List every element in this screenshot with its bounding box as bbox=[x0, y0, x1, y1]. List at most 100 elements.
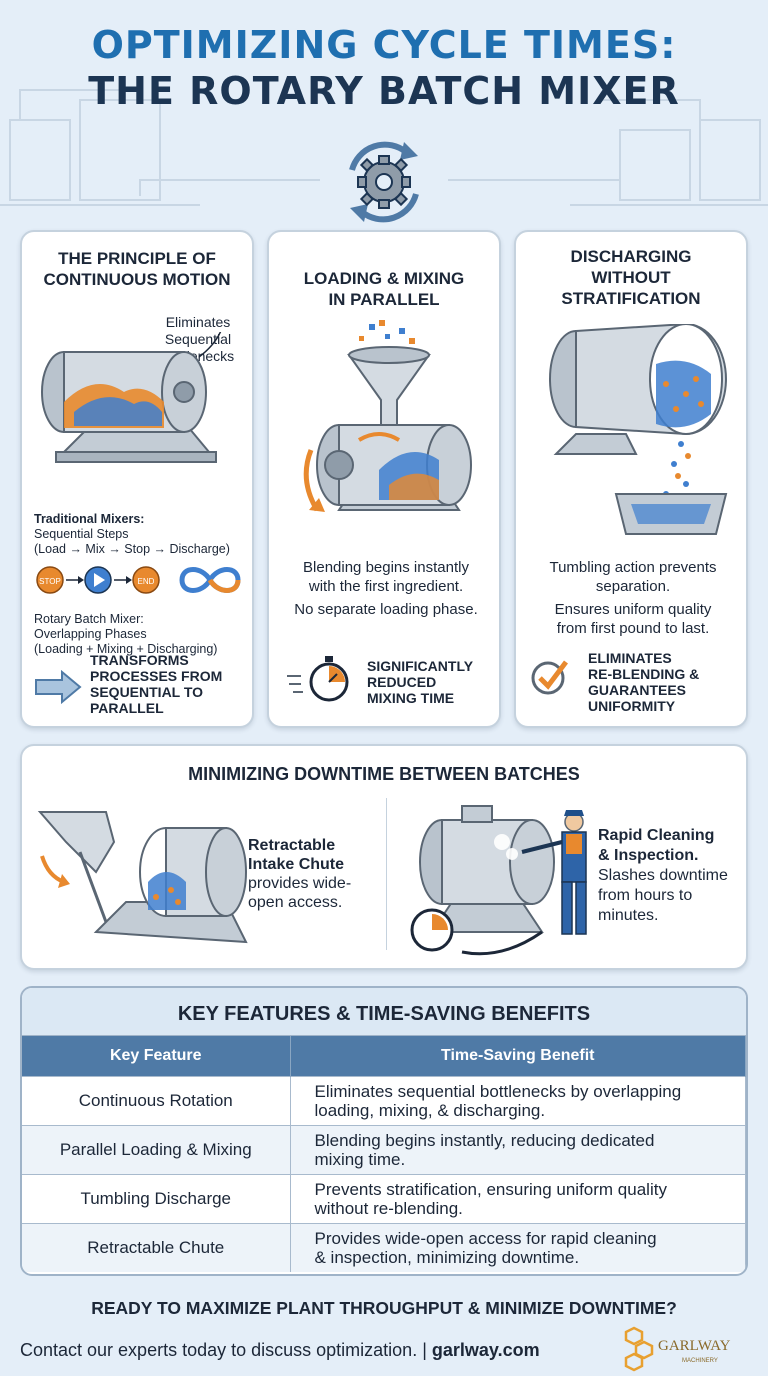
discharge-line: from first pound to last. bbox=[556, 620, 710, 637]
benefit-line: Blending begins instantly, reducing dedi… bbox=[314, 1130, 655, 1150]
loading-line: No separate loading phase. bbox=[294, 601, 478, 618]
chute-text: Retractable Intake Chute provides wide- … bbox=[248, 836, 388, 912]
rotary-line: Rotary Batch Mixer: bbox=[34, 612, 144, 626]
loading-line: Blending begins instantly bbox=[303, 559, 469, 576]
table-header-row: Key Feature Time-Saving Benefit bbox=[22, 1036, 746, 1076]
benefit-line: loading, mixing, & discharging. bbox=[314, 1100, 546, 1120]
heading-line: STRATIFICATION bbox=[561, 289, 701, 308]
header-benefit: Time-Saving Benefit bbox=[290, 1036, 746, 1076]
sequential-steps-icon: STOP END bbox=[36, 566, 241, 594]
heading-line: CONTINUOUS MOTION bbox=[43, 270, 231, 289]
features-table: Key Feature Time-Saving Benefit Continuo… bbox=[22, 1036, 746, 1272]
uniformity-badge: ELIMINATES RE-BLENDING & GUARANTEES UNIF… bbox=[588, 650, 744, 714]
contact-text: Contact our experts today to discuss opt… bbox=[20, 1340, 427, 1360]
cleaning-worker-illustration bbox=[410, 805, 587, 956]
feature-cell: Continuous Rotation bbox=[22, 1075, 291, 1125]
benefit-cell: Prevents stratification, ensuring unifor… bbox=[290, 1173, 746, 1223]
heading-line: LOADING & MIXING bbox=[303, 269, 465, 288]
heading-line: IN PARALLEL bbox=[328, 290, 440, 309]
feature-cell: Retractable Chute bbox=[22, 1222, 291, 1272]
card-continuous-motion: THE PRINCIPLE OF CONTINUOUS MOTION Elimi… bbox=[20, 230, 254, 728]
chute-line: open access. bbox=[248, 894, 343, 911]
badge-line: REDUCED bbox=[367, 674, 437, 690]
chute-mixer-illustration bbox=[37, 811, 248, 944]
cta-heading: READY TO MAXIMIZE PLANT THROUGHPUT & MIN… bbox=[91, 1298, 677, 1318]
badge-line: RE-BLENDING & bbox=[588, 666, 700, 682]
header-key-feature: Key Feature bbox=[22, 1036, 291, 1076]
stop-step-label: STOP bbox=[39, 577, 61, 586]
badge-line: MIXING TIME bbox=[367, 690, 455, 706]
traditional-line: (Load → Mix → Stop → Discharge) bbox=[34, 542, 230, 556]
funnel-mixer-illustration bbox=[303, 320, 472, 512]
table-row: Continuous Rotation Eliminates sequentia… bbox=[22, 1075, 746, 1125]
discharge-line: Tumbling action prevents bbox=[549, 559, 717, 576]
rotary-mixer-text: Rotary Batch Mixer: Overlapping Phases (… bbox=[34, 612, 252, 657]
discharge-line: Ensures uniform quality bbox=[554, 601, 712, 618]
cleaning-text: Rapid Cleaning & Inspection. Slashes dow… bbox=[598, 826, 746, 926]
transform-line: TRANSFORMS bbox=[90, 652, 189, 668]
benefit-line: Prevents stratification, ensuring unifor… bbox=[314, 1179, 667, 1199]
discharge-text: Tumbling action prevents separation. Ens… bbox=[516, 558, 746, 638]
logo-subtext: MACHINERY bbox=[682, 1358, 718, 1364]
feature-cell: Parallel Loading & Mixing bbox=[22, 1124, 291, 1174]
contact-line: Contact our experts today to discuss opt… bbox=[20, 1340, 540, 1361]
table-title: KEY FEATURES & TIME-SAVING BENEFITS bbox=[22, 988, 746, 1036]
badge-line: ELIMINATES bbox=[588, 650, 672, 666]
badge-line: GUARANTEES bbox=[588, 682, 687, 698]
card-heading: LOADING & MIXING IN PARALLEL bbox=[269, 268, 499, 310]
garlway-logo: GARLWAY MACHINERY bbox=[624, 1326, 731, 1372]
callout-line: Eliminates bbox=[165, 314, 231, 330]
chute-line: Retractable bbox=[248, 837, 336, 854]
title-line-1: OPTIMIZING CYCLE TIMES: bbox=[91, 23, 677, 67]
card-heading: DISCHARGING WITHOUT STRATIFICATION bbox=[516, 246, 746, 309]
heading-line: THE PRINCIPLE OF bbox=[58, 249, 216, 268]
feature-cell: Tumbling Discharge bbox=[22, 1173, 291, 1223]
traditional-mixers-text: Traditional Mixers: Sequential Steps (Lo… bbox=[34, 512, 252, 557]
discharge-drum-illustration bbox=[549, 324, 728, 535]
rotary-line: (Loading + Mixing + Discharging) bbox=[34, 642, 218, 656]
benefit-cell: Provides wide-open access for rapid clea… bbox=[290, 1222, 746, 1272]
checkmark-icon bbox=[531, 660, 568, 695]
card-loading-mixing: LOADING & MIXING IN PARALLEL Blending be… bbox=[267, 230, 501, 728]
features-table-card: KEY FEATURES & TIME-SAVING BENEFITS Key … bbox=[20, 986, 748, 1276]
transform-line: SEQUENTIAL TO bbox=[90, 684, 204, 700]
table-row: Tumbling Discharge Prevents stratificati… bbox=[22, 1173, 746, 1223]
table-row: Retractable Chute Provides wide-open acc… bbox=[22, 1222, 746, 1272]
downtime-heading: MINIMIZING DOWNTIME BETWEEN BATCHES bbox=[188, 764, 580, 784]
chute-line: Intake Chute bbox=[248, 856, 345, 873]
card-discharging: DISCHARGING WITHOUT STRATIFICATION Tumbl… bbox=[514, 230, 748, 728]
traditional-line: Traditional Mixers: bbox=[34, 512, 145, 526]
rotary-line: Overlapping Phases bbox=[34, 627, 147, 641]
page-title: OPTIMIZING CYCLE TIMES: THE ROTARY BATCH… bbox=[0, 22, 768, 114]
clean-line: Slashes downtime bbox=[598, 867, 728, 884]
clean-line: from hours to bbox=[598, 887, 693, 904]
transform-text: TRANSFORMS PROCESSES FROM SEQUENTIAL TO … bbox=[90, 652, 250, 716]
loading-text: Blending begins instantly with the first… bbox=[269, 558, 499, 619]
chute-line: provides wide- bbox=[248, 875, 352, 892]
benefit-line: Provides wide-open access for rapid clea… bbox=[314, 1228, 657, 1248]
website-link[interactable]: garlway.com bbox=[431, 1340, 540, 1360]
badge-line: UNIFORMITY bbox=[588, 698, 676, 714]
clean-line: Rapid Cleaning bbox=[598, 827, 715, 844]
benefit-line: & inspection, minimizing downtime. bbox=[314, 1247, 580, 1267]
table-row: Parallel Loading & Mixing Blending begin… bbox=[22, 1124, 746, 1174]
benefit-line: mixing time. bbox=[314, 1149, 406, 1169]
discharge-line: separation. bbox=[595, 578, 671, 595]
benefit-line: Eliminates sequential bottlenecks by ove… bbox=[314, 1081, 682, 1101]
transform-line: PROCESSES FROM bbox=[90, 668, 223, 684]
heading-line: DISCHARGING bbox=[570, 247, 692, 266]
downtime-divider bbox=[386, 798, 387, 950]
gear-cycle-icon bbox=[349, 141, 419, 223]
transform-line: PARALLEL bbox=[90, 700, 164, 716]
badge-line: SIGNIFICANTLY bbox=[367, 658, 474, 674]
card-heading: THE PRINCIPLE OF CONTINUOUS MOTION bbox=[22, 248, 252, 290]
clean-line: & Inspection. bbox=[598, 847, 699, 864]
card-downtime: MINIMIZING DOWNTIME BETWEEN BATCHES Retr… bbox=[20, 744, 748, 970]
title-line-2: THE ROTARY BATCH MIXER bbox=[88, 69, 680, 113]
benefit-cell: Eliminates sequential bottlenecks by ove… bbox=[290, 1075, 746, 1125]
rotary-drum-illustration bbox=[41, 332, 222, 463]
stopwatch-icon bbox=[287, 656, 349, 702]
logo-text: GARLWAY bbox=[658, 1338, 731, 1354]
loading-line: with the first ingredient. bbox=[308, 578, 464, 595]
